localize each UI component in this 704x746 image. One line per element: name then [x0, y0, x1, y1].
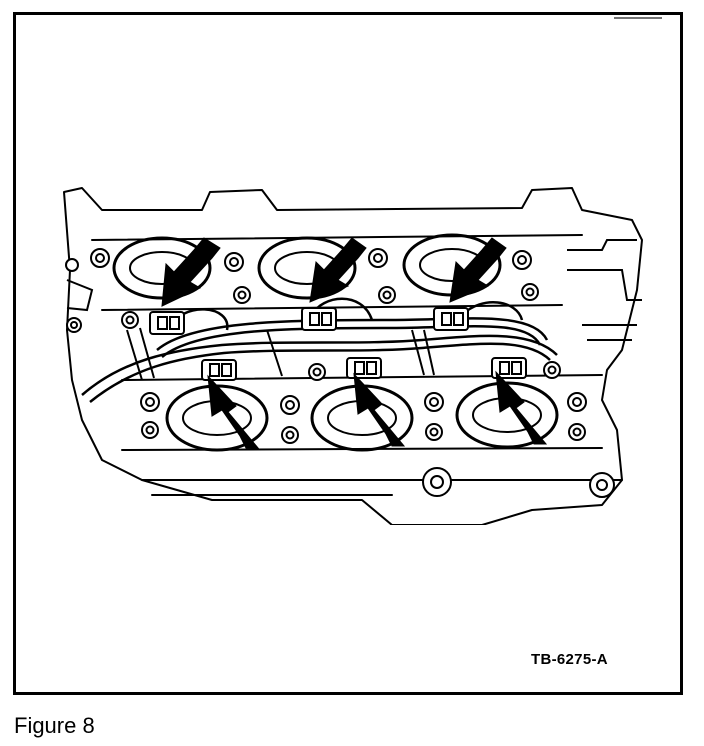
support-rod: [266, 329, 283, 377]
manifold-casting-outline: [63, 187, 643, 525]
figure-reference-code: TB-6275-A: [531, 651, 608, 668]
right-bracket-detail: [582, 324, 637, 341]
pointer-arrow-upper-1: [161, 237, 221, 307]
bolt: [65, 258, 79, 272]
pointer-arrow-upper-3: [449, 237, 507, 303]
corner-mark: [614, 17, 662, 19]
upper-port-2: [257, 236, 357, 300]
fuel-line: [156, 317, 549, 351]
figure-caption: Figure 8: [14, 713, 95, 738]
upper-port-1: [112, 236, 212, 300]
pointer-arrow-lower-1: [207, 374, 260, 449]
pointer-arrow-upper-2: [309, 237, 367, 303]
support-rod: [126, 327, 155, 381]
figure-frame: [13, 12, 683, 695]
right-bracket: [567, 239, 642, 301]
support-rod: [411, 329, 435, 376]
pointer-arrow-lower-2: [353, 372, 406, 447]
pointer-arrows: [161, 237, 548, 449]
fuel-line-edge: [161, 324, 542, 358]
engine-illustration: [63, 187, 643, 525]
lower-port-3: [455, 381, 559, 449]
left-bracket-detail: [66, 279, 94, 312]
wiring-harness: [81, 334, 558, 396]
wiring-harness-edge: [89, 342, 551, 403]
pointer-arrow-lower-3: [495, 370, 548, 445]
